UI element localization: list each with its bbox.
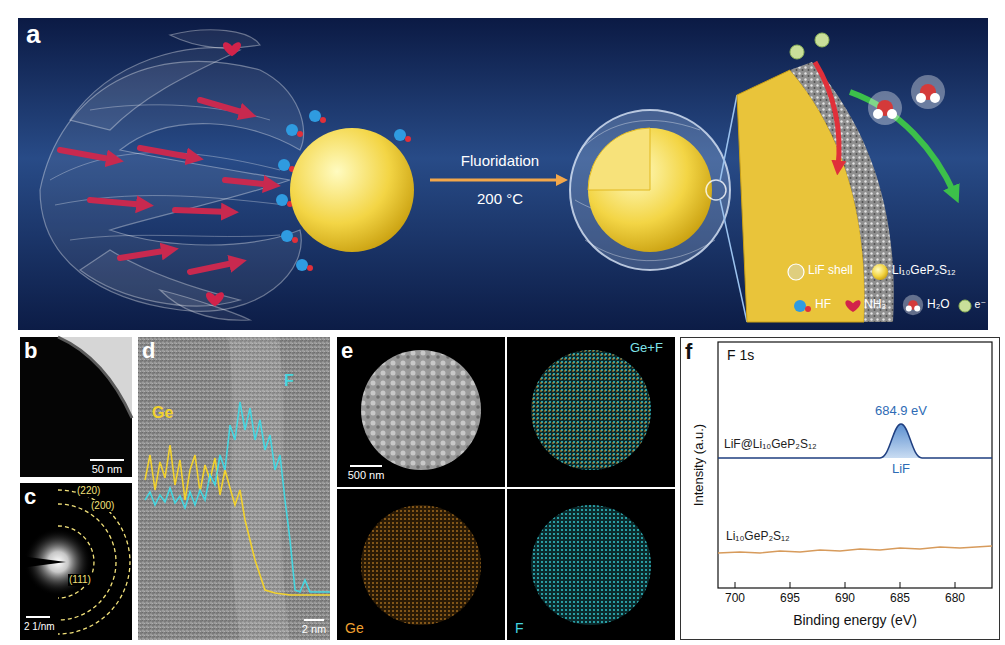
line-scan-panel: dGe F 2 nm [138,337,330,640]
tick-label: 680 [945,592,965,606]
legend-label: e⁻ [975,298,986,310]
axis-label: Binding energy (eV) [793,612,917,628]
scale-label: 50 nm [92,463,123,476]
tick-label: 685 [890,592,910,606]
mapping-panel: e 500 nm Ge+F Ge F [337,337,675,640]
panel-letter: c [24,484,36,509]
f-map: F [507,489,675,640]
tick-label: 690 [835,592,855,606]
haadf-image: 500 nm [337,337,505,487]
legend-label: LiF shell [808,264,853,278]
spectrum-title: F 1s [727,347,754,363]
panel-letter: b [24,338,37,363]
plane-index: (220) [76,485,101,497]
scheme-panel: aFluoridation 200 °C [18,18,988,330]
panel-letter: f [685,339,692,364]
tick-label: 700 [725,592,745,606]
panel-letter: a [26,20,40,50]
plane-index: (200) [90,500,115,512]
tick-label: 695 [780,592,800,606]
condition-label: 200 °C [477,190,523,207]
plane-index: (111) [68,574,92,586]
legend-label: NH₃ [864,298,886,312]
curve-label: LiF@Li₁₀GeP₂S₁₂ [724,438,817,452]
process-label: Fluoridation [461,152,539,169]
legend-label: Li₁₀GeP₂S₁₂ [892,264,956,278]
scale-label: 2 1/nm [24,621,55,633]
panel-letter: d [142,338,155,363]
curve-label: Li₁₀GeP₂S₁₂ [726,530,790,544]
legend-label: H₂O [927,298,950,312]
element-label: Ge [345,620,364,636]
element-label: Ge [152,404,173,422]
scale-label: 2 nm [302,623,326,636]
peak-label: LiF [892,462,910,477]
overlay-map: Ge+F [507,337,675,487]
element-label: Ge+F [630,341,663,356]
ge-map: Ge [337,489,505,640]
element-label: F [515,620,524,636]
xps-panel: f F 1s 684.9 eV LiF LiF@Li₁₀GeP₂S₁₂ Li₁₀GeP₂S… [680,337,1000,640]
scale-label: 500 nm [348,469,385,482]
peak-label: 684.9 eV [875,404,927,419]
diffraction-panel: c (220) (200) (111) 2 1/nm [20,483,132,640]
legend-label: HF [815,298,831,312]
element-label: F [284,372,294,390]
panel-letter: e [341,338,353,363]
axis-label: Intensity (a.u.) [692,424,707,506]
tem-panel: b 50 nm [20,337,132,477]
